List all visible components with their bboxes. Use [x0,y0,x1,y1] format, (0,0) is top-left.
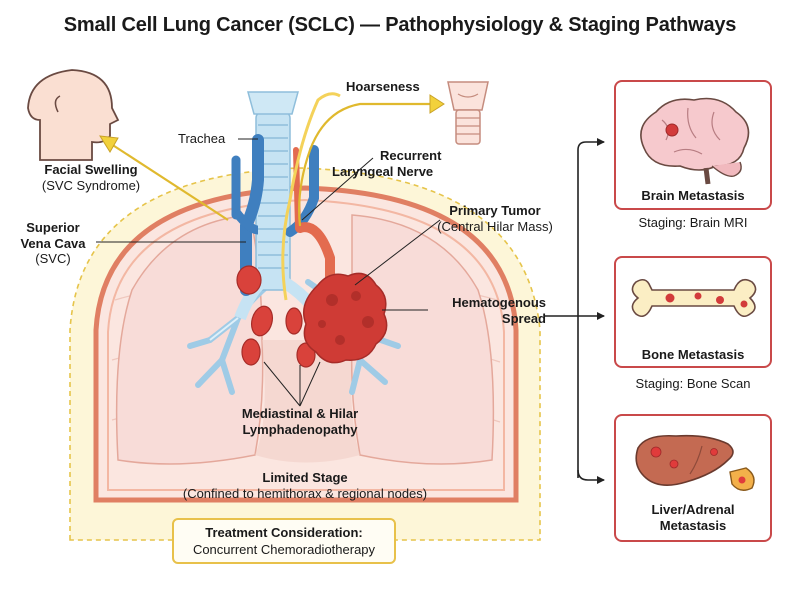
primary-tumor-label: Primary Tumor (Central Hilar Mass) [437,203,553,234]
bone-metastasis-title: Bone Metastasis [641,347,745,362]
primary-tumor-mass [303,272,388,364]
tracheal-rings [258,124,288,269]
hematogenous-spread-label: Hematogenous Spread [452,295,546,326]
larynx-icon [447,81,489,145]
hoarseness-arrow [298,102,432,227]
recurrent-laryngeal-nerve [281,92,341,301]
aorta [295,222,335,305]
lymphadenopathy-label: Mediastinal & Hilar Lymphadenopathy [241,406,359,437]
treatment-title: Treatment Consideration: [205,525,363,540]
brain-staging-label: Staging: Brain MRI [638,215,748,230]
bone-icon [631,278,757,318]
leader-lines [96,138,441,407]
metastasis-branch-arrows [545,138,605,484]
trachea-label: Trachea [178,131,226,146]
recurrent-laryngeal-nerve-label: Recurrent Laryngeal Nerve [332,148,442,179]
treatment-text: Concurrent Chemoradiotherapy [192,542,376,557]
limited-stage-label: Limited Stage (Confined to hemithorax & … [182,470,428,501]
page-title: Small Cell Lung Cancer (SCLC) — Pathophy… [63,14,737,36]
bone-metastasis-card: Bone Metastasis [614,256,772,368]
svc-label: Superior Vena Cava (SVC) [20,220,86,267]
head-icon [27,69,120,161]
facial-swelling-arrow [107,141,229,221]
bone-staging-label: Staging: Bone Scan [635,376,751,391]
brain-metastasis-card: Brain Metastasis [614,80,772,210]
hoarseness-label: Hoarseness [346,79,420,94]
brain-metastasis-title: Brain Metastasis [641,188,745,203]
brain-icon [640,97,750,185]
facial-swelling-label: Facial Swelling (SVC Syndrome) [41,162,141,193]
liver-adrenal-icon [635,434,755,491]
liver-adrenal-metastasis-card: Liver/Adrenal Metastasis [614,414,772,542]
treatment-box: Treatment Consideration: Concurrent Chem… [172,518,396,564]
liver-adrenal-metastasis-title: Liver/Adrenal Metastasis [651,502,735,533]
